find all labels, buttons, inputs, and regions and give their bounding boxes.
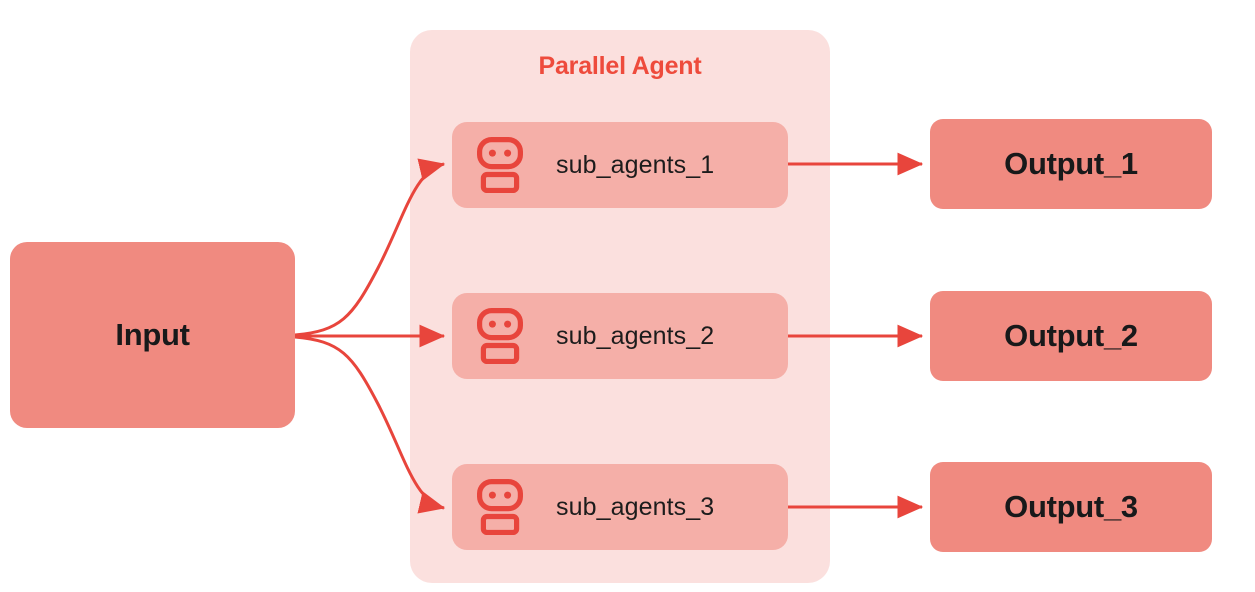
input-label: Input — [115, 317, 190, 352]
output-node-3[interactable]: Output_3 — [930, 462, 1212, 552]
output-node-2[interactable]: Output_2 — [930, 291, 1212, 381]
subagent-card-2[interactable]: sub_agents_2 — [452, 293, 788, 379]
subagent-card-1[interactable]: sub_agents_1 — [452, 122, 788, 208]
subagent-label-1: sub_agents_1 — [556, 150, 715, 179]
subagent-label-3: sub_agents_3 — [556, 492, 715, 521]
panel-title: Parallel Agent — [538, 52, 702, 80]
output-label-3: Output_3 — [1004, 489, 1138, 524]
output-node-1[interactable]: Output_1 — [930, 119, 1212, 209]
robot-icon — [477, 479, 523, 535]
robot-icon — [477, 137, 523, 193]
output-label-2: Output_2 — [1004, 318, 1138, 353]
subagent-card-3[interactable]: sub_agents_3 — [452, 464, 788, 550]
robot-icon — [477, 308, 523, 364]
output-label-1: Output_1 — [1004, 146, 1138, 181]
input-node[interactable]: Input — [10, 242, 295, 428]
subagent-label-2: sub_agents_2 — [556, 321, 715, 350]
